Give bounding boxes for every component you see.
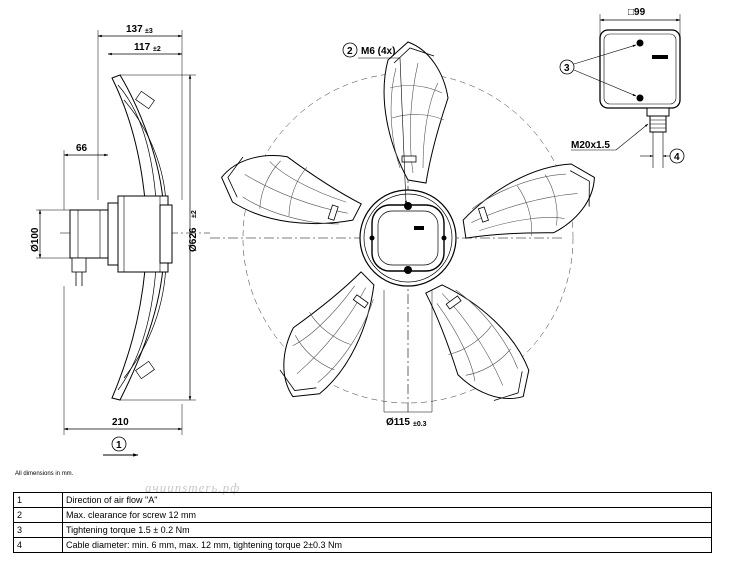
logo-icon xyxy=(652,55,668,59)
callout-3-circle xyxy=(559,59,575,75)
legend-text: Direction of air flow "A" xyxy=(62,492,712,508)
legend-text: Max. clearance for screw 12 mm xyxy=(62,507,712,523)
front-dimensions: 2 M6 (4x) Ø115 ±0.3 xyxy=(342,42,433,428)
terminal-box-view: □99 3 M20x1.5 4 xyxy=(559,7,685,168)
gland-thread-label: M20x1.5 xyxy=(571,140,610,151)
dim-137-tolerance: ±3 xyxy=(145,28,153,35)
dim-dia-115-tolerance: ±0.3 xyxy=(413,421,427,428)
legend-text: Tightening torque 1.5 ± 0.2 Nm xyxy=(62,522,712,538)
dim-117-tolerance: ±2 xyxy=(153,46,161,53)
legend-row: 3 Tightening torque 1.5 ± 0.2 Nm xyxy=(13,522,712,538)
dim-66: 66 xyxy=(76,143,88,154)
callout-4-circle xyxy=(669,148,685,164)
legend-number: 1 xyxy=(13,492,63,508)
dim-117: 117 xyxy=(134,42,151,53)
dim-210: 210 xyxy=(112,417,129,428)
screw-icon xyxy=(636,39,644,47)
dim-dia-115: Ø115 xyxy=(386,417,410,428)
technical-drawing: 137 ±3 117 ±2 66 Ø100 Ø626 ±2 210 1 xyxy=(30,7,685,457)
callout-2: 2 xyxy=(347,46,353,57)
side-view xyxy=(60,74,210,401)
screw-icon xyxy=(636,94,644,102)
legend-number: 3 xyxy=(13,522,63,538)
dim-dia-626: Ø626 xyxy=(188,227,199,252)
box-size-label: □99 xyxy=(628,7,646,18)
legend-number: 4 xyxy=(13,537,63,553)
legend-row: 2 Max. clearance for screw 12 mm xyxy=(13,507,712,523)
callout-2-circle xyxy=(342,42,358,58)
legend-row: 1 Direction of air flow "A" xyxy=(13,492,712,508)
legend-number: 2 xyxy=(13,507,63,523)
callout-4: 4 xyxy=(674,152,680,163)
screw-m6-label: M6 (4x) xyxy=(361,46,395,57)
legend-row: 4 Cable diameter: min. 6 mm, max. 12 mm,… xyxy=(13,537,712,553)
front-view xyxy=(210,41,608,421)
units-note: All dimensions in mm. xyxy=(15,471,74,477)
legend-table: 1 Direction of air flow "A" 2 Max. clear… xyxy=(13,492,712,553)
callout-1: 1 xyxy=(116,440,122,451)
callout-1-circle xyxy=(111,436,127,452)
legend-text: Cable diameter: min. 6 mm, max. 12 mm, t… xyxy=(62,537,712,553)
side-dimensions: 137 ±3 117 ±2 66 Ø100 Ø626 ±2 210 1 xyxy=(30,24,199,457)
watermark: aчиunsтеrь.рф xyxy=(145,480,241,495)
callout-3: 3 xyxy=(564,63,570,74)
dim-dia-626-tolerance: ±2 xyxy=(191,210,198,218)
dim-137: 137 xyxy=(126,24,143,35)
dim-dia-100: Ø100 xyxy=(30,227,41,252)
